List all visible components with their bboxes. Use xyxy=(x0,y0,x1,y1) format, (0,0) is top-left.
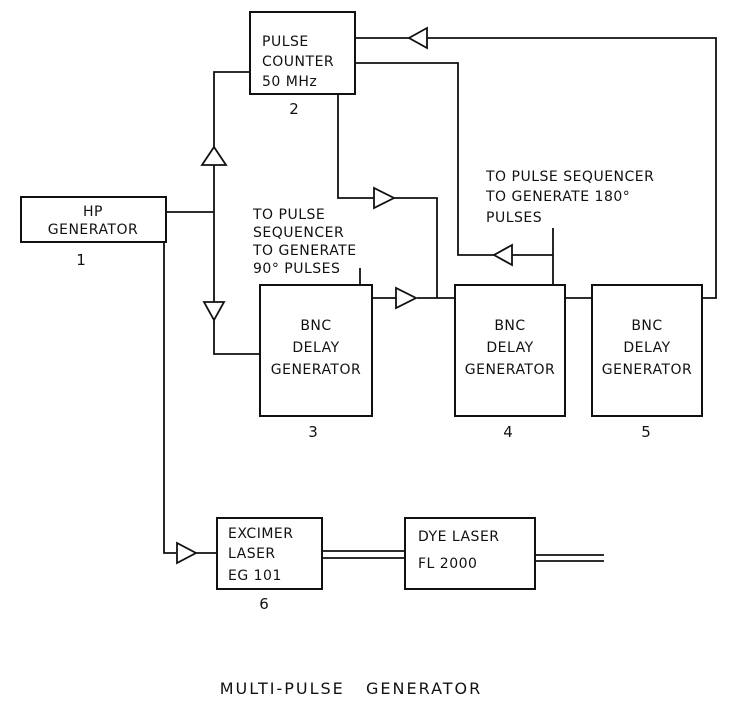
block-label: FL 2000 xyxy=(418,556,477,572)
amp-up-icon xyxy=(200,145,228,166)
amplifiers xyxy=(176,26,513,565)
block-label: GENERATOR xyxy=(48,222,138,238)
block-label: BNC xyxy=(631,318,662,334)
block-number: 6 xyxy=(259,595,269,613)
block-label: DYE LASER xyxy=(418,529,500,545)
block-label: DELAY xyxy=(292,340,339,356)
annotation-line: TO GENERATE xyxy=(252,243,357,259)
block-label: DELAY xyxy=(623,340,670,356)
block-bnc-delay-3: BNC DELAY GENERATOR 3 xyxy=(259,284,373,441)
block-excimer-laser: EXCIMER LASER EG 101 6 xyxy=(216,517,323,613)
block-label: GENERATOR xyxy=(271,362,361,378)
block-label: COUNTER xyxy=(262,54,334,70)
block-label: PULSE xyxy=(262,34,309,50)
block-label: EXCIMER xyxy=(228,526,293,542)
block-pulse-counter: PULSE COUNTER 50 MHz 2 xyxy=(249,11,356,118)
block-label: DELAY xyxy=(486,340,533,356)
amp-down-icon xyxy=(202,301,226,322)
block-label: BNC xyxy=(494,318,525,334)
wire-counter-to-amp xyxy=(337,85,374,199)
annotation-line: 90° PULSES xyxy=(253,261,340,277)
wire-down-to-excimer xyxy=(163,212,176,554)
annotation-line: TO GENERATE 180° xyxy=(485,189,630,205)
block-label: GENERATOR xyxy=(602,362,692,378)
annotation-line: SEQUENCER xyxy=(253,225,344,241)
amp-counter-to-bnc4-icon xyxy=(373,186,397,210)
block-label: BNC xyxy=(300,318,331,334)
block-dye-laser: DYE LASER FL 2000 xyxy=(404,517,536,590)
block-bnc-delay-5: BNC DELAY GENERATOR 5 xyxy=(591,284,703,441)
block-label: HP xyxy=(83,204,103,220)
block-number: 2 xyxy=(289,100,299,118)
block-label: 50 MHz xyxy=(262,74,317,90)
annotation-line: TO PULSE xyxy=(252,207,325,223)
diagram-title: MULTI-PULSE GENERATOR xyxy=(220,679,483,698)
wire-down-to-bnc3 xyxy=(213,212,260,355)
block-label: LASER xyxy=(228,546,276,562)
wire-amp-to-bnc4-top xyxy=(394,197,438,298)
block-number: 5 xyxy=(641,423,651,441)
wire-up-to-counter xyxy=(213,71,250,212)
block-label: EG 101 xyxy=(228,568,282,584)
block-number: 1 xyxy=(76,251,86,269)
block-number: 3 xyxy=(308,423,318,441)
block-hp-generator: HP GENERATOR 1 xyxy=(20,196,167,269)
block-number: 4 xyxy=(503,423,513,441)
annotation-line: PULSES xyxy=(486,210,542,226)
annotation-line: TO PULSE SEQUENCER xyxy=(485,169,654,185)
amp-return-icon xyxy=(492,243,513,267)
connection-dots xyxy=(334,34,694,302)
wire-bnc5-feedback xyxy=(427,37,717,299)
amp-bnc3-to-bnc4-icon xyxy=(395,286,419,310)
amp-excimer-icon xyxy=(176,541,198,565)
amp-feedback-icon xyxy=(407,26,428,50)
wire-counter-mid xyxy=(346,62,495,256)
annotation-180-pulses: TO PULSE SEQUENCER TO GENERATE 180° PULS… xyxy=(485,169,654,226)
block-label: GENERATOR xyxy=(465,362,555,378)
block-bnc-delay-4: BNC DELAY GENERATOR 4 xyxy=(454,284,566,441)
annotation-90-pulses: TO PULSE SEQUENCER TO GENERATE 90° PULSE… xyxy=(252,207,357,277)
